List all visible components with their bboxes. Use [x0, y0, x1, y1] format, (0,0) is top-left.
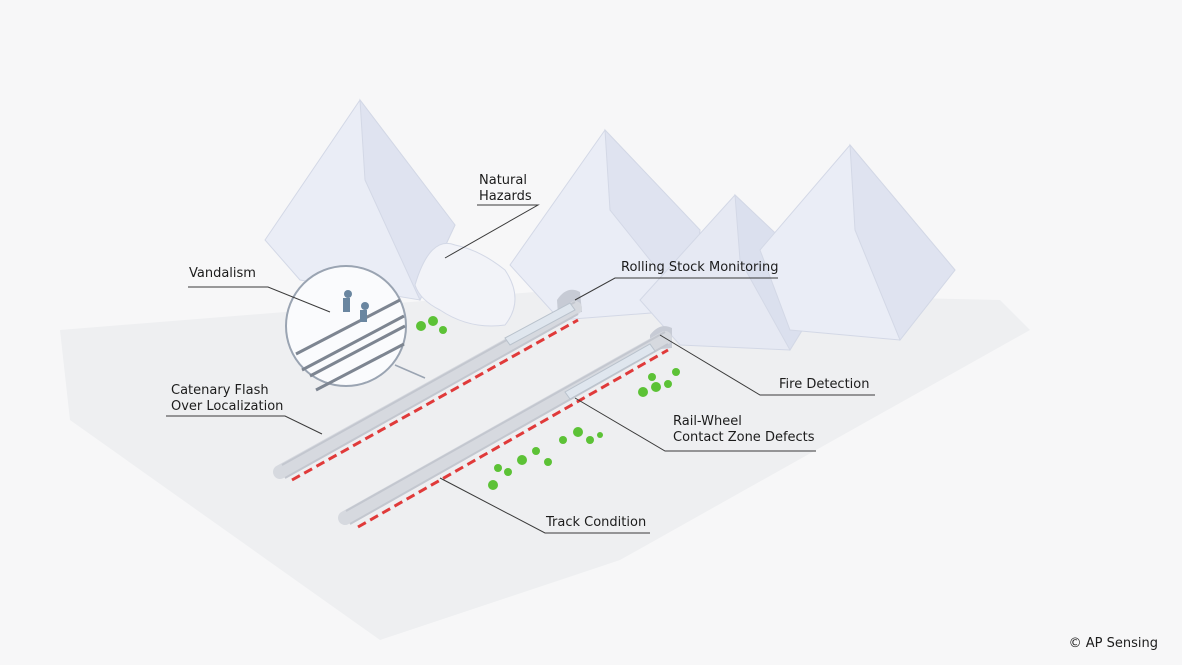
mountain-range — [264, 98, 956, 351]
train-upper — [504, 302, 576, 346]
rail-wheel-label: Rail-Wheel Contact Zone Defects — [673, 414, 815, 445]
copyright: © AP Sensing — [1068, 636, 1158, 651]
sensing-cable-upper — [291, 318, 579, 482]
trees — [416, 316, 680, 490]
sensing-cable-lower — [357, 348, 669, 529]
natural-hazards-label: Natural Hazards — [479, 173, 532, 204]
track-condition-label: Track Condition — [546, 515, 647, 530]
catenary-label: Catenary Flash Over Localization — [171, 383, 284, 414]
vandalism-label: Vandalism — [189, 266, 256, 281]
train-lower — [564, 343, 656, 400]
vandalism-magnifier — [285, 265, 426, 392]
vandal-figure — [344, 290, 352, 298]
leader-lines — [166, 204, 875, 534]
ground-shadow — [60, 290, 1030, 640]
fire-detection-label: Fire Detection — [779, 377, 870, 392]
rockslide — [414, 243, 516, 327]
rolling-stock-label: Rolling Stock Monitoring — [621, 260, 779, 275]
